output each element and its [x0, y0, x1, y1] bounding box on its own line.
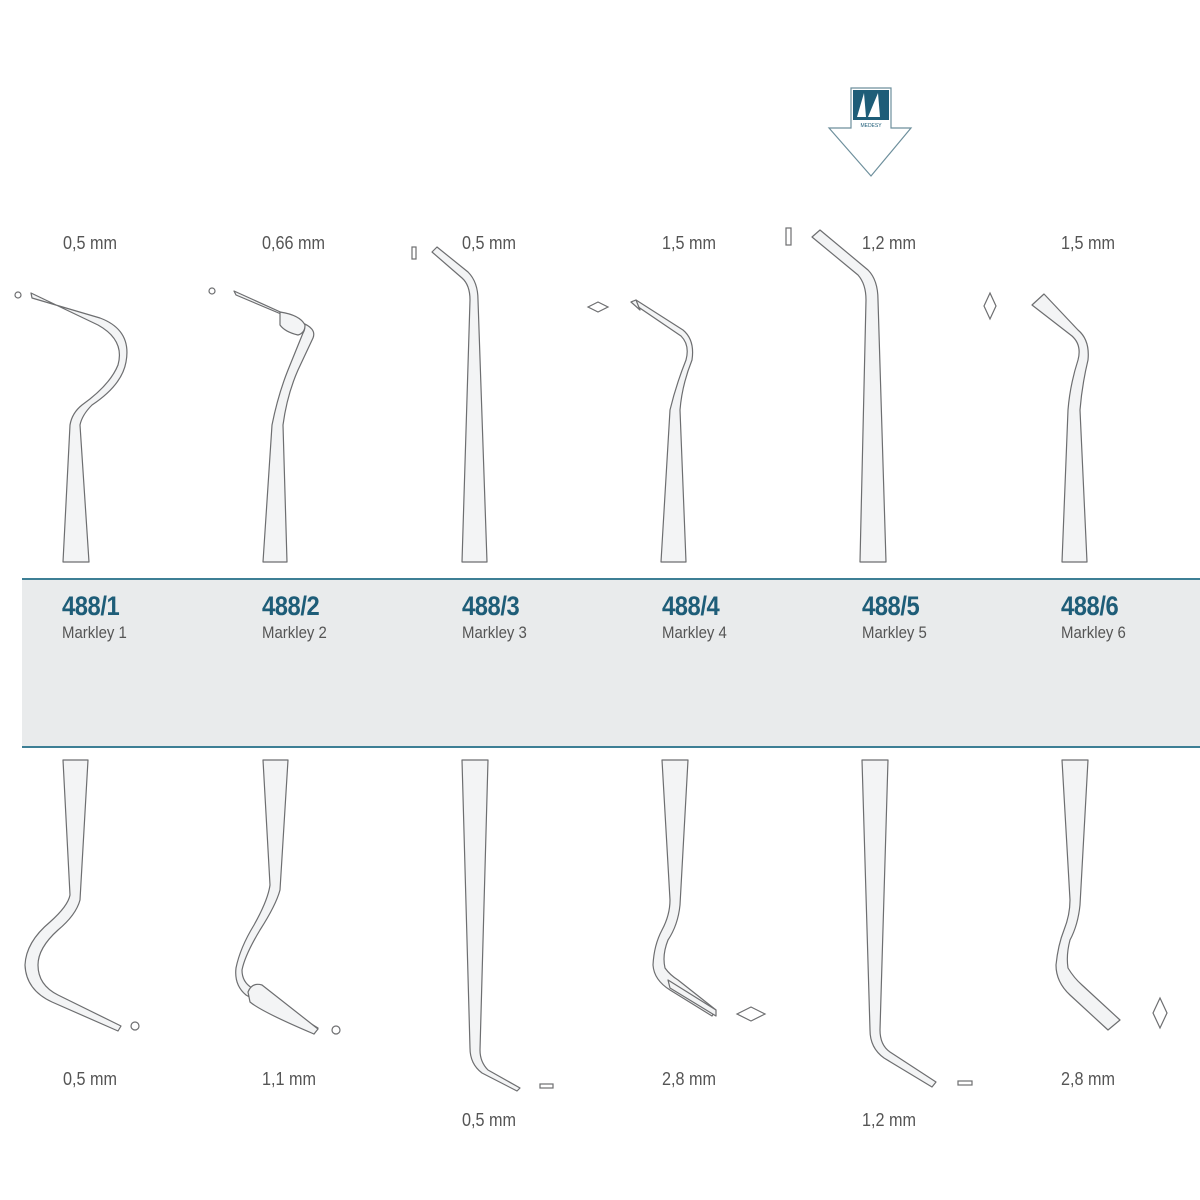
tip-diamond-icon: [735, 1006, 767, 1022]
tool-top-2: [208, 287, 315, 563]
instrument-shape: [861, 759, 937, 1088]
tip-circle-icon: [14, 291, 22, 299]
tip-rect-icon: [411, 246, 417, 260]
top-size-5: 1,2 mm: [862, 233, 917, 253]
tool-bottom-1: [24, 759, 140, 1032]
instrument-tip: [630, 299, 641, 311]
bottom-size-3: 0,5 mm: [462, 1110, 517, 1130]
instrument-label-5: 488/5 Markley 5: [862, 590, 1042, 644]
instrument-shape: [1055, 759, 1121, 1031]
tip-circle-icon: [130, 1021, 140, 1031]
instrument-model: Markley 4: [662, 623, 727, 642]
tip-circle-icon: [331, 1025, 341, 1035]
bottom-size-1: 0,5 mm: [63, 1069, 118, 1089]
tip-diamond-icon: [983, 291, 997, 321]
instrument-shape: [1031, 293, 1089, 563]
catalog-band: [22, 578, 1200, 748]
tool-top-4: [586, 299, 694, 563]
instrument-shape: [30, 292, 128, 563]
top-size-3: 0,5 mm: [462, 233, 517, 253]
instrument-shape: [811, 229, 887, 563]
instrument-model: Markley 6: [1061, 623, 1126, 642]
instrument-shape: [652, 759, 717, 1017]
tool-bottom-5: [861, 759, 973, 1088]
tip-rect-icon: [957, 1080, 973, 1086]
bottom-size-5: 1,2 mm: [862, 1110, 917, 1130]
tool-bottom-4: [652, 759, 767, 1022]
bottom-size-6: 2,8 mm: [1061, 1069, 1116, 1089]
tip-diamond-icon: [1152, 996, 1168, 1030]
tip-diamond-icon: [586, 301, 610, 313]
tool-bottom-2: [235, 759, 341, 1035]
instrument-model: Markley 5: [862, 623, 927, 642]
top-size-2: 0,66 mm: [262, 233, 326, 253]
instrument-shape: [630, 299, 694, 563]
logo-text: MEDESY: [860, 123, 882, 129]
tool-top-5: [785, 227, 887, 563]
instrument-label-2: 488/2 Markley 2: [262, 590, 442, 644]
tool-bottom-3: [461, 759, 554, 1092]
instrument-model: Markley 1: [62, 623, 127, 642]
tool-bottom-6: [1055, 759, 1168, 1031]
tool-top-6: [983, 291, 1089, 563]
tip-rect-icon: [785, 227, 792, 246]
tip-circle-icon: [208, 287, 216, 295]
instrument-code: 488/5: [862, 591, 920, 621]
instrument-tip: [667, 979, 717, 1017]
instrument-model: Markley 3: [462, 623, 527, 642]
instrument-tip: [279, 311, 306, 336]
top-size-1: 0,5 mm: [63, 233, 118, 253]
instrument-model: Markley 2: [262, 623, 327, 642]
tip-rect-icon: [539, 1083, 554, 1089]
instrument-tip: [247, 983, 319, 1035]
brand-logo: MEDESY: [827, 87, 913, 177]
instrument-label-3: 488/3 Markley 3: [462, 590, 642, 644]
tool-top-3: [411, 246, 488, 563]
bottom-size-2: 1,1 mm: [262, 1069, 317, 1089]
down-arrow-icon: [827, 87, 913, 177]
instrument-shape: [431, 246, 488, 563]
top-size-4: 1,5 mm: [662, 233, 717, 253]
instrument-shape: [461, 759, 521, 1092]
instrument-shape: [235, 759, 319, 1035]
instrument-shape: [24, 759, 122, 1032]
instrument-code: 488/3: [462, 591, 520, 621]
instrument-code: 488/6: [1061, 591, 1119, 621]
bottom-size-4: 2,8 mm: [662, 1069, 717, 1089]
tool-top-1: [14, 291, 128, 563]
instrument-label-6: 488/6 Markley 6: [1061, 590, 1200, 644]
instrument-code: 488/1: [62, 591, 120, 621]
instrument-label-1: 488/1 Markley 1: [62, 590, 242, 644]
instrument-code: 488/4: [662, 591, 720, 621]
logo-glyph-icon: [857, 93, 880, 117]
instrument-label-4: 488/4 Markley 4: [662, 590, 842, 644]
top-size-6: 1,5 mm: [1061, 233, 1116, 253]
instrument-code: 488/2: [262, 591, 320, 621]
